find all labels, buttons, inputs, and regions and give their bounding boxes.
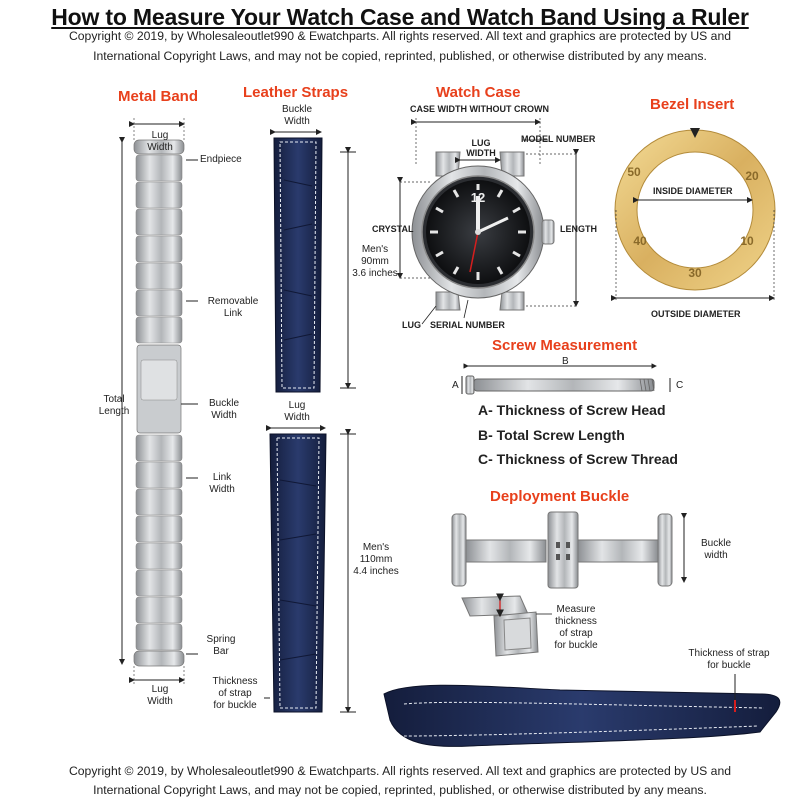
metal-link-width-label: Link Width (209, 472, 235, 495)
copyright-bottom-line1: Copyright © 2019, by Wholesaleoutlet990 … (68, 764, 732, 778)
lug-label: LUG (402, 320, 421, 330)
metal-total-length-label: Total Length (98, 394, 130, 417)
metal-removable-link-label: Removable Link (207, 296, 259, 319)
metal-band-illustration (133, 139, 185, 667)
copyright-top-line2: International Copyright Laws, and may no… (93, 49, 707, 63)
outside-diameter-label: OUTSIDE DIAMETER (651, 309, 741, 319)
model-number-label: MODEL NUMBER (521, 134, 596, 144)
leather-mens-90-label: Men's 90mm 3.6 inches (352, 244, 398, 279)
heading-leather-straps: Leather Straps (243, 84, 349, 101)
deployment-buckle-illustration (451, 511, 673, 589)
leather-mens-110-label: Men's 110mm 4.4 inches (353, 542, 399, 577)
bezel-numeral-10: 10 (740, 234, 754, 248)
heading-screw-measurement: Screw Measurement (492, 337, 638, 354)
leather-lug-width-label: Lug Width (284, 400, 310, 423)
leather-thickness-label: Thickness of strap for buckle (212, 676, 258, 711)
copyright-top-line1: Copyright © 2019, by Wholesaleoutlet990 … (68, 29, 732, 43)
inside-diameter-label: INSIDE DIAMETER (653, 186, 733, 196)
bezel-numeral-30: 30 (688, 266, 702, 280)
heading-metal-band: Metal Band (118, 88, 199, 105)
screw-a-label: A (452, 380, 459, 391)
metal-spring-bar-label: Spring Bar (206, 634, 236, 657)
leather-strap-bottom (269, 433, 327, 713)
bezel-numeral-40: 40 (633, 234, 647, 248)
deployment-buckle-closed (461, 595, 539, 657)
metal-endpiece-label: Endpiece (200, 154, 242, 165)
metal-lug-width-top-label: Lug Width (147, 130, 173, 153)
deployment-measure-thickness-label: Measure thickness of strap for buckle (554, 604, 598, 651)
copyright-bottom-line2: International Copyright Laws, and may no… (93, 783, 707, 797)
screw-b-label: B (562, 356, 569, 367)
leather-buckle-width-label: Buckle Width (281, 104, 312, 127)
screw-item-b: B- Total Screw Length (478, 427, 625, 443)
crystal-label: CRYSTAL (372, 224, 414, 234)
leather-strap-top (273, 137, 323, 393)
page-title: How to Measure Your Watch Case and Watch… (51, 4, 749, 30)
leather-strap-side (383, 684, 781, 747)
heading-deployment-buckle: Deployment Buckle (490, 488, 630, 505)
bezel-numeral-20: 20 (745, 169, 759, 183)
screw-c-label: C (676, 380, 684, 391)
heading-bezel-insert: Bezel Insert (650, 96, 735, 113)
bezel-insert-illustration (614, 128, 776, 291)
heading-watch-case: Watch Case (436, 84, 521, 101)
screw-item-c: C- Thickness of Screw Thread (478, 451, 678, 467)
watch-case-illustration (411, 151, 555, 311)
case-width-label: CASE WIDTH WITHOUT CROWN (410, 104, 549, 114)
metal-buckle-width-label: Buckle Width (208, 398, 239, 421)
metal-lug-width-bottom-label: Lug Width (147, 684, 173, 707)
dial-numeral: 12 (471, 190, 485, 205)
length-label: LENGTH (560, 224, 597, 234)
bezel-numeral-50: 50 (627, 165, 641, 179)
deployment-buckle-width-label: Buckle width (700, 538, 731, 561)
screw-item-a: A- Thickness of Screw Head (478, 402, 666, 418)
deployment-thickness-strap-label: Thickness of strap for buckle (688, 648, 770, 671)
serial-number-label: SERIAL NUMBER (430, 320, 505, 330)
case-lug-width-label: LUG WIDTH (466, 138, 496, 158)
screw-illustration (465, 375, 655, 395)
